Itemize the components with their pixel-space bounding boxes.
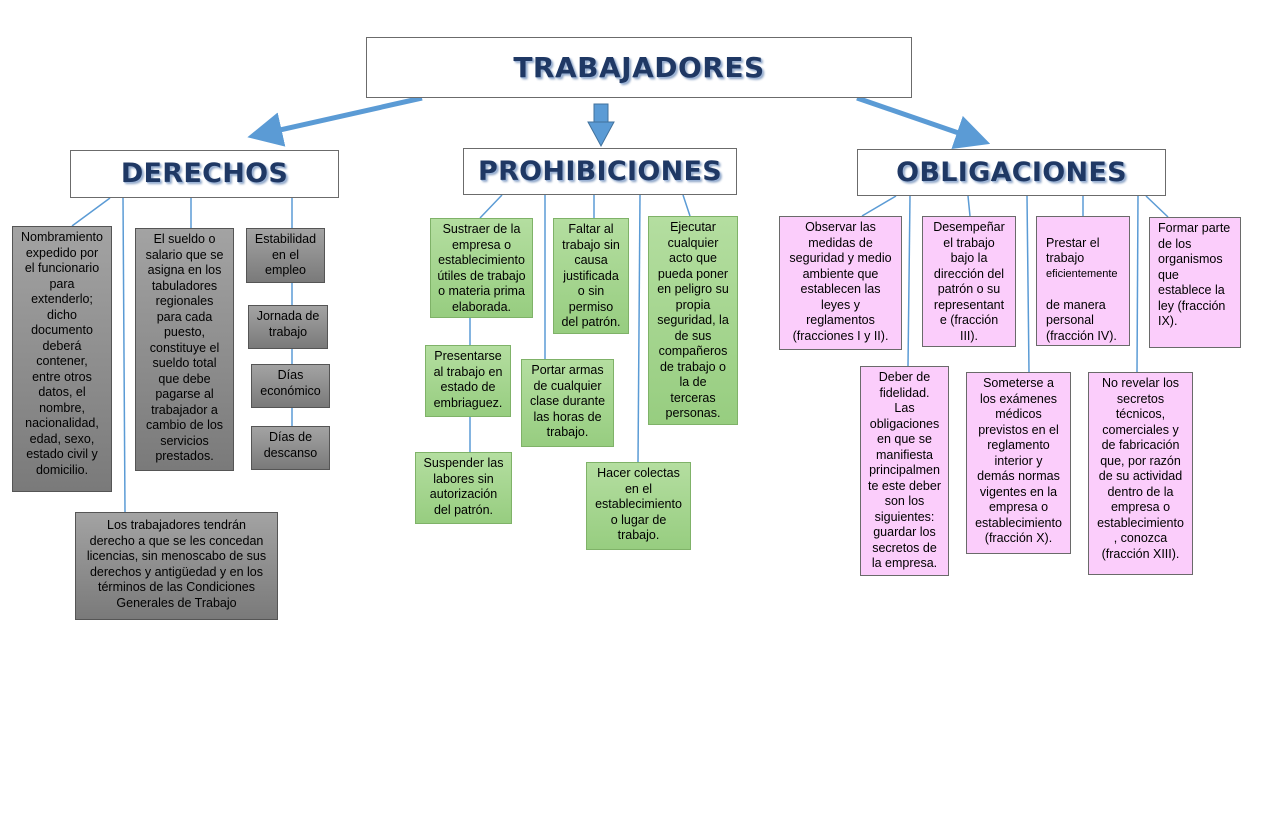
obligacion-prestar: Prestar el trabajo eficientemente de man… <box>1036 216 1130 346</box>
root-trabajadores: TRABAJADORES <box>366 37 912 98</box>
prohibicion-faltar: Faltar al trabajo sin causa justificada … <box>553 218 629 334</box>
obligacion-examenes: Someterse a los exámenes médicos previst… <box>966 372 1071 554</box>
category-obligaciones: OBLIGACIONES <box>857 149 1166 196</box>
derechos-connectors <box>71 197 293 513</box>
prohibicion-presentarse: Presentarse al trabajo en estado de embr… <box>425 345 511 417</box>
derecho-jornada: Jornada de trabajo <box>248 305 328 349</box>
arrow-to-obligaciones <box>856 95 991 150</box>
prohibicion-sustraer: Sustraer de la empresa o establecimiento… <box>430 218 533 318</box>
arrow-to-prohibiciones <box>587 103 615 148</box>
prohibicion-portar: Portar armas de cualquier clase durante … <box>521 359 614 447</box>
obligacion-prestar-line3: de manera personal (fracción IV). <box>1046 297 1117 343</box>
obligacion-observar: Observar las medidas de seguridad y medi… <box>779 216 902 350</box>
obligacion-secretos: No revelar los secretos técnicos, comerc… <box>1088 372 1193 575</box>
derecho-licencias: Los trabajadores tendrán derecho a que s… <box>75 512 278 620</box>
prohibicion-suspender: Suspender las labores sin autorización d… <box>415 452 512 524</box>
obligacion-formar: Formar parte de los organismos que estab… <box>1149 217 1241 348</box>
derecho-sueldo: El sueldo o salario que se asigna en los… <box>135 228 234 471</box>
obligacion-desempenar: Desempeñar el trabajo bajo la dirección … <box>922 216 1016 347</box>
obligacion-fidelidad: Deber de fidelidad. Las obligaciones en … <box>860 366 949 576</box>
obligaciones-connectors <box>861 195 1169 373</box>
category-prohibiciones: PROHIBICIONES <box>463 148 737 195</box>
derecho-dias-economico: Días económico <box>251 364 330 408</box>
prohibiciones-connectors <box>469 194 691 463</box>
derecho-dias-descanso: Días de descanso <box>251 426 330 470</box>
prohibicion-ejecutar: Ejecutar cualquier acto que pueda poner … <box>648 216 738 425</box>
category-derechos: DERECHOS <box>70 150 339 198</box>
derecho-estabilidad: Estabilidad en el empleo <box>246 228 325 283</box>
prohibicion-colectas: Hacer colectas en el establecimiento o l… <box>586 462 691 550</box>
obligacion-prestar-line1: Prestar el trabajo <box>1046 235 1100 266</box>
obligacion-prestar-line2: eficientemente <box>1046 267 1118 280</box>
arrow-to-derechos <box>247 95 423 147</box>
derecho-nombramiento: Nombramiento expedido por el funcionario… <box>12 226 112 492</box>
